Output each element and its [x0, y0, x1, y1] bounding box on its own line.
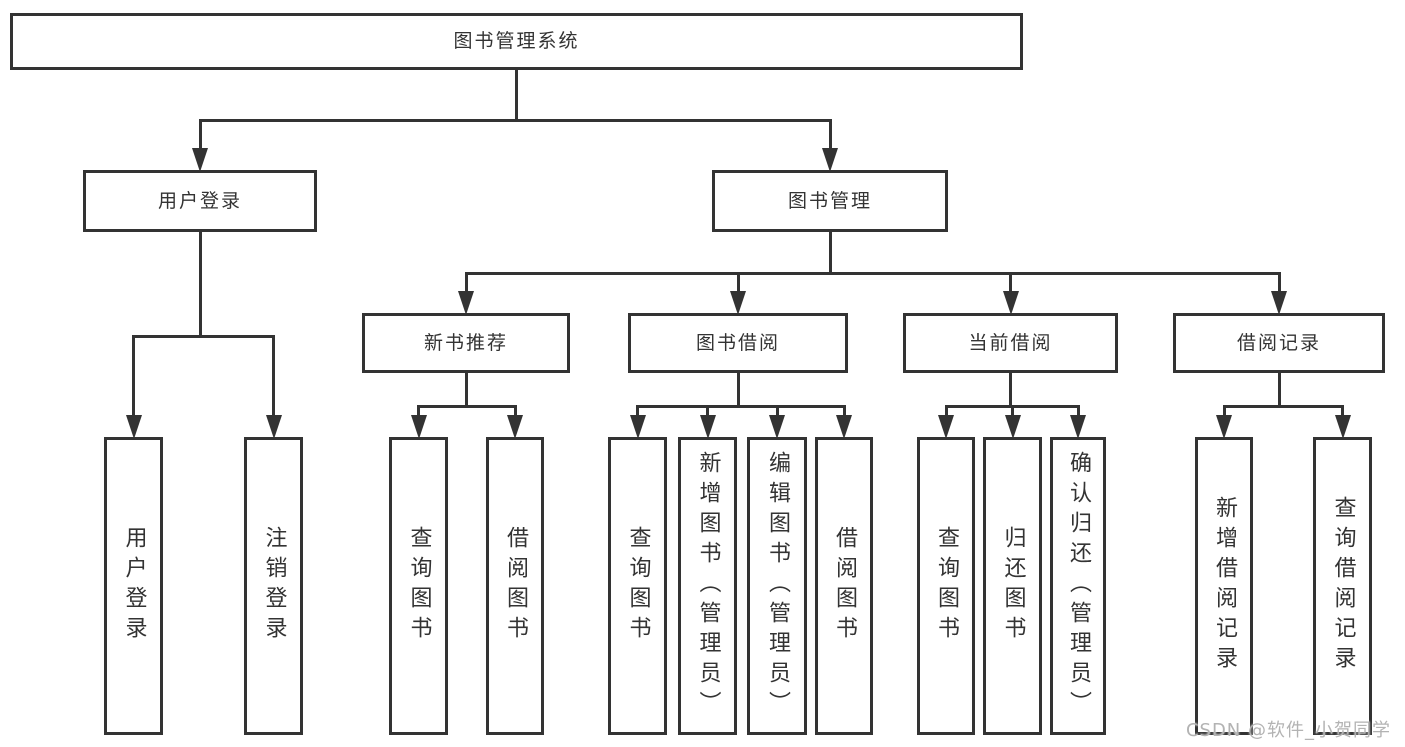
node-label: 确认归还（管理员） [1066, 451, 1091, 721]
node-return-books: 归还图书 [983, 437, 1042, 735]
arrow-down-icon [1216, 415, 1232, 439]
connector-line [513, 405, 517, 419]
connector-line [736, 373, 740, 408]
node-label: 用户登录 [121, 526, 147, 646]
node-book-management: 图书管理 [712, 170, 948, 232]
node-label: 查询图书 [406, 526, 432, 646]
node-add-borrowing-record: 新增借阅记录 [1195, 437, 1253, 735]
connector-line [944, 405, 948, 419]
connector-line [198, 119, 202, 152]
node-label: 注销登录 [261, 526, 287, 646]
arrow-down-icon [836, 415, 852, 439]
connector-line [515, 70, 518, 122]
csdn-watermark: CSDN @软件_小贺同学 [1185, 720, 1391, 741]
arrow-down-icon [1334, 415, 1351, 439]
arrow-down-icon [1070, 415, 1086, 439]
node-user-login: 用户登录 [83, 170, 317, 232]
connector-line [775, 405, 779, 419]
arrow-down-icon [769, 415, 785, 439]
node-borrow-books-recommend: 借阅图书 [486, 437, 544, 735]
node-current-borrowing: 当前借阅 [903, 313, 1118, 373]
node-label: 图书管理系统 [453, 30, 580, 52]
connector-line [1222, 405, 1344, 408]
connector-line [636, 405, 846, 408]
node-label: 图书借阅 [695, 331, 780, 354]
node-label: 图书管理 [787, 189, 872, 212]
node-logout-action: 注销登录 [244, 437, 303, 735]
connector-line [132, 335, 135, 419]
arrow-down-icon [458, 291, 474, 315]
arrow-down-icon [507, 415, 523, 439]
connector-line [1341, 405, 1344, 419]
node-label: 新增借阅记录 [1212, 496, 1237, 676]
node-label: 当前借阅 [968, 331, 1053, 354]
node-add-books-admin: 新增图书（管理员） [678, 437, 737, 735]
connector-line [464, 373, 468, 408]
node-label: 用户登录 [157, 189, 242, 212]
arrow-down-icon [1004, 415, 1021, 439]
arrow-down-icon [192, 148, 208, 172]
node-confirm-return-admin: 确认归还（管理员） [1050, 437, 1106, 735]
node-label: 归还图书 [1000, 526, 1026, 646]
connector-line [1009, 373, 1012, 408]
connector-line [1011, 405, 1014, 419]
node-borrowing-records: 借阅记录 [1173, 313, 1385, 373]
connector-line [272, 335, 275, 419]
arrow-down-icon [699, 415, 716, 439]
node-label: 新书推荐 [423, 331, 508, 354]
connector-line [1076, 405, 1080, 419]
connector-line [706, 405, 709, 419]
node-query-books-borrowing: 查询图书 [608, 437, 667, 735]
arrow-down-icon [1002, 291, 1019, 315]
connector-line [464, 272, 468, 295]
connector-line [464, 272, 1281, 275]
node-label: 查询图书 [625, 526, 651, 646]
node-label: 编辑图书（管理员） [765, 451, 790, 721]
connector-line [842, 405, 846, 419]
arrow-down-icon [1271, 291, 1287, 315]
connector-line [417, 405, 517, 408]
node-label: 借阅图书 [832, 526, 857, 646]
connector-line [1222, 405, 1226, 419]
arrow-down-icon [730, 291, 746, 315]
connector-line [828, 119, 832, 152]
connector-line [636, 405, 639, 419]
node-label: 查询图书 [934, 526, 959, 646]
node-borrow-books-borrowing: 借阅图书 [815, 437, 873, 735]
node-edit-books-admin: 编辑图书（管理员） [747, 437, 807, 735]
connector-line [1277, 373, 1281, 408]
connector-line [132, 335, 275, 338]
node-root: 图书管理系统 [10, 13, 1023, 70]
connector-line [736, 272, 740, 295]
node-query-books-current: 查询图书 [917, 437, 975, 735]
connector-line [1277, 272, 1281, 295]
node-label: 新增图书（管理员） [695, 451, 721, 721]
connector-line [198, 119, 832, 122]
node-new-book-recommendation: 新书推荐 [362, 313, 570, 373]
node-book-borrowing: 图书借阅 [628, 313, 848, 373]
arrow-down-icon [410, 415, 427, 439]
node-query-borrowing-record: 查询借阅记录 [1313, 437, 1372, 735]
connector-line [828, 232, 832, 275]
arrow-down-icon [125, 415, 142, 439]
connector-line [198, 232, 202, 338]
connector-line [1009, 272, 1012, 295]
arrow-down-icon [938, 415, 954, 439]
node-label: 借阅记录 [1236, 331, 1321, 354]
node-user-login-action: 用户登录 [104, 437, 163, 735]
arrow-down-icon [822, 148, 838, 172]
node-query-books-recommend: 查询图书 [389, 437, 448, 735]
arrow-down-icon [629, 415, 646, 439]
connector-line [417, 405, 420, 419]
node-label: 借阅图书 [503, 526, 528, 646]
arrow-down-icon [265, 415, 282, 439]
node-label: 查询借阅记录 [1330, 496, 1356, 676]
